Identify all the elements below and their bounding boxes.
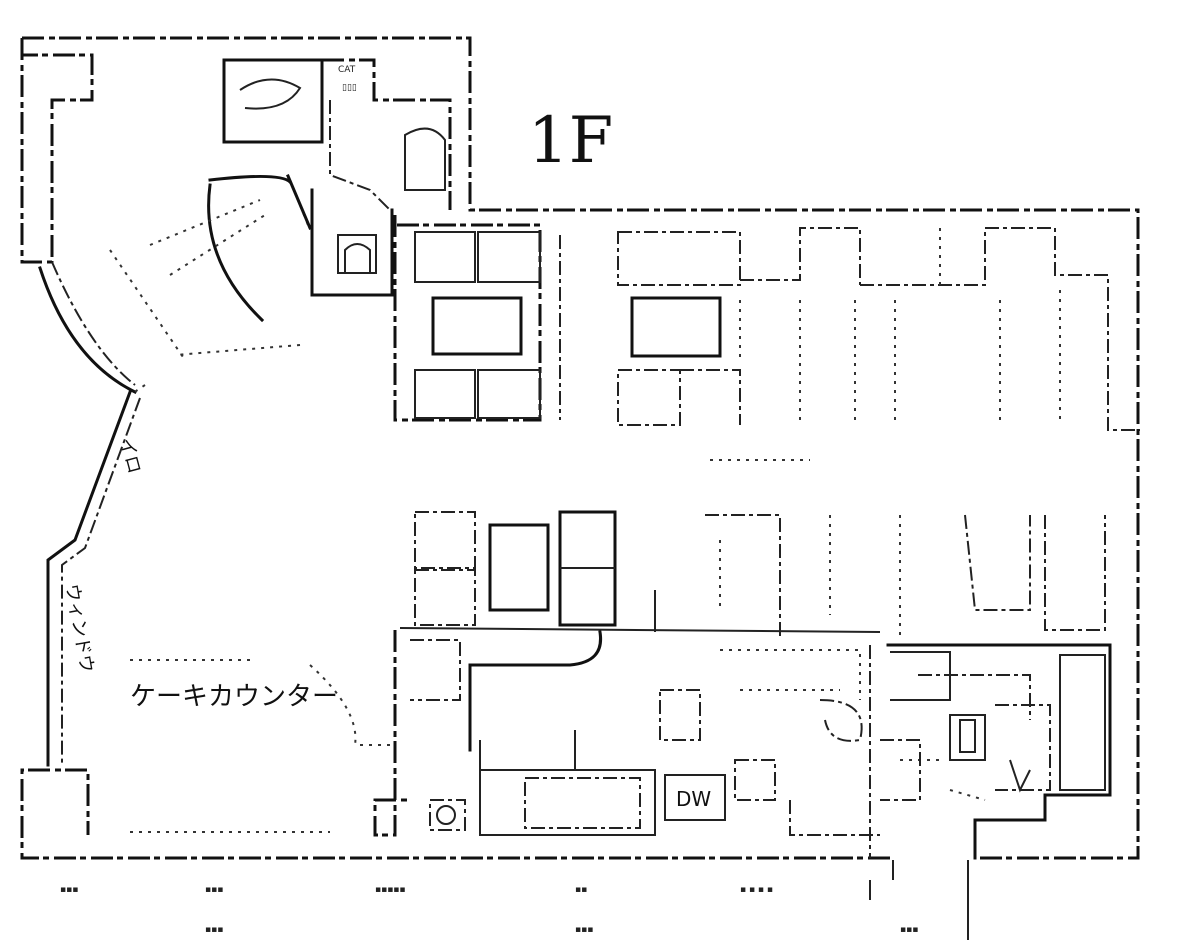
wc-block: CAT ▯▯▯ <box>222 58 452 297</box>
kitchen-area: DW <box>373 630 880 858</box>
svg-text:▪▪▪: ▪▪▪ <box>205 885 223 895</box>
svg-text:▪▪▪▪▪: ▪▪▪▪▪ <box>375 885 406 895</box>
middle-grid <box>399 510 1106 640</box>
svg-text:▪▪▪: ▪▪▪ <box>60 885 78 895</box>
left-wall-note: ウィンドウ <box>61 582 97 674</box>
bath-block <box>880 643 1112 860</box>
svg-text:▪▪: ▪▪ <box>575 885 587 895</box>
lower-left-area <box>130 659 390 833</box>
svg-text:▪▪▪: ▪▪▪ <box>575 925 593 935</box>
outer-walls <box>20 36 1140 860</box>
upper-grid <box>393 215 1140 461</box>
arch-note: イロ <box>115 436 145 476</box>
svg-text:▪▪▪: ▪▪▪ <box>900 925 918 935</box>
floor-label: 1F <box>528 104 613 178</box>
svg-text:▪ ▪ ▪ ▪: ▪ ▪ ▪ ▪ <box>740 885 773 895</box>
svg-text:▪▪▪: ▪▪▪ <box>205 925 223 935</box>
dimension-marks: ▪▪▪ ▪▪▪ ▪▪▪▪▪ ▪▪ ▪ ▪ ▪ ▪ ▪▪▪ ▪▪▪ ▪▪▪ <box>60 860 969 940</box>
left-curves <box>109 174 312 396</box>
sink-icon <box>436 805 456 825</box>
kitchen-counter-label: ケーキカウンター <box>130 682 338 712</box>
toilet-icon <box>959 719 976 753</box>
svg-text:▯▯▯: ▯▯▯ <box>342 83 357 93</box>
dishwasher-label: DW <box>676 787 711 811</box>
corner-tag: CAT <box>338 65 356 75</box>
